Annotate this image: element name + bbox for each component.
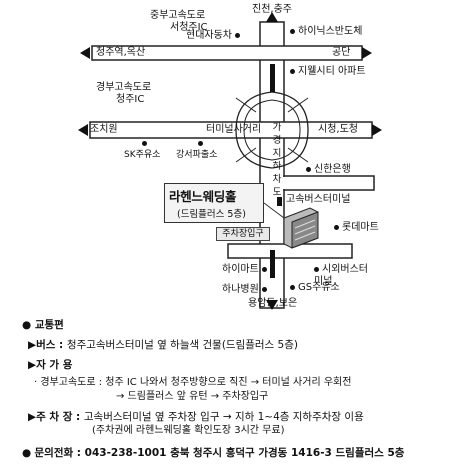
label-shinhan: 신한은행 (306, 164, 351, 176)
poi-dot-icon (235, 32, 241, 38)
location-map: 진천,충주 중부고속도로 서청주IC 현대자동차 하이닉스반도체 청주역,옥산 … (78, 4, 382, 310)
arrow-north (266, 12, 278, 22)
label-north: 진천,충주 (252, 4, 292, 15)
venue-building-icon (283, 207, 319, 249)
car-directions-2: → 드림플러스 앞 유턴 → 주차장입구 (116, 391, 269, 402)
poi-dot-icon (198, 141, 203, 146)
poi-dot-icon (142, 141, 147, 146)
label-cheongju-station: 청주역,옥산 (96, 47, 146, 58)
road-map-graphic (78, 12, 382, 310)
poi-dot-icon (306, 166, 311, 172)
parking-row-1: ▶주 차 장 : 고속버스터미널 옆 주차장 입구 → 지하 1~4층 지하주차… (28, 411, 364, 423)
label-sk-gas (124, 138, 150, 150)
poi-dot-icon (262, 286, 267, 292)
label-gs-gas: GS주유소 (290, 282, 340, 294)
car-directions-1: · 경부고속도로 : 청주 IC 나와서 청주방향으로 직진 → 터미널 사거리… (34, 377, 352, 388)
label-gagyeong-underpass: 가경지하차도 (272, 122, 282, 198)
parking-entrance-label: 주차장입구 (216, 227, 270, 241)
label-express-terminal: 고속버스터미널 (286, 194, 351, 205)
car-label: ▶자 가 용 (28, 359, 73, 371)
transport-title: ● 교통편 (22, 319, 64, 331)
interchange-ramps (235, 91, 309, 169)
poi-dot-icon (290, 68, 295, 74)
poi-dot-icon (262, 266, 267, 272)
label-gyeongbu-expressway: 경부고속도로 (96, 82, 152, 93)
label-jungbu-expressway: 중부고속도로 (150, 10, 206, 21)
label-intercity-terminal: 시외버스터미널 (314, 264, 368, 287)
overpass-bar-bottom (270, 250, 275, 278)
label-industrial: 공단 (332, 47, 351, 58)
arrow-east-upper (362, 47, 372, 59)
label-south: 용암동,보은 (248, 298, 298, 309)
poi-dot-icon (334, 224, 339, 230)
shinhan-road (283, 175, 375, 191)
venue-box: 라헨느웨딩홀 (드림플러스 5층) (164, 183, 264, 223)
arrow-east-terminal (372, 124, 382, 136)
poi-dot-icon (290, 28, 295, 34)
arrow-south (266, 300, 278, 310)
label-sk-gas-text: SK주유소 (124, 150, 161, 160)
overpass-bar-top (270, 64, 275, 92)
parking-row-2: (주차권에 라헨느웨딩홀 확인도장 3시간 무료) (92, 425, 285, 436)
venue-floor: (드림플러스 5층) (177, 209, 246, 220)
venue-name: 라헨느웨딩홀 (169, 189, 237, 204)
poi-dot-icon (290, 284, 295, 290)
bus-row: ▶버스 : 청주고속버스터미널 옆 하늘색 건물(드림플러스 5층) (28, 339, 298, 351)
label-gangseo-text: 강서파출소 (176, 150, 218, 160)
label-hana-hospital: 하나병원 (222, 284, 270, 296)
label-cheongju-ic: 청주IC (116, 94, 145, 105)
poi-dot-icon (314, 266, 319, 272)
label-city-hall: 시청,도청 (318, 124, 358, 135)
label-jochiwon: 조치원 (90, 124, 118, 135)
label-terminal-intersection: 터미널사거리 (206, 124, 262, 135)
label-highmart: 하이마트 (222, 264, 270, 276)
contact-row: ● 문의전화 : 043-238-1001 충북 청주시 흥덕구 가경동 141… (22, 447, 405, 459)
arrow-west-terminal (78, 124, 88, 136)
label-seocheongju-ic: 서청주IC (170, 22, 208, 33)
label-hyundai: 현대자동차 (186, 30, 243, 42)
label-gangseo-dot (198, 138, 206, 150)
arrow-west-upper (80, 47, 90, 59)
label-jisim-city: 지웰시티 아파트 (290, 66, 366, 78)
label-hynix: 하이닉스반도체 (290, 26, 362, 38)
label-lotte-mart: 롯데마트 (334, 222, 379, 234)
